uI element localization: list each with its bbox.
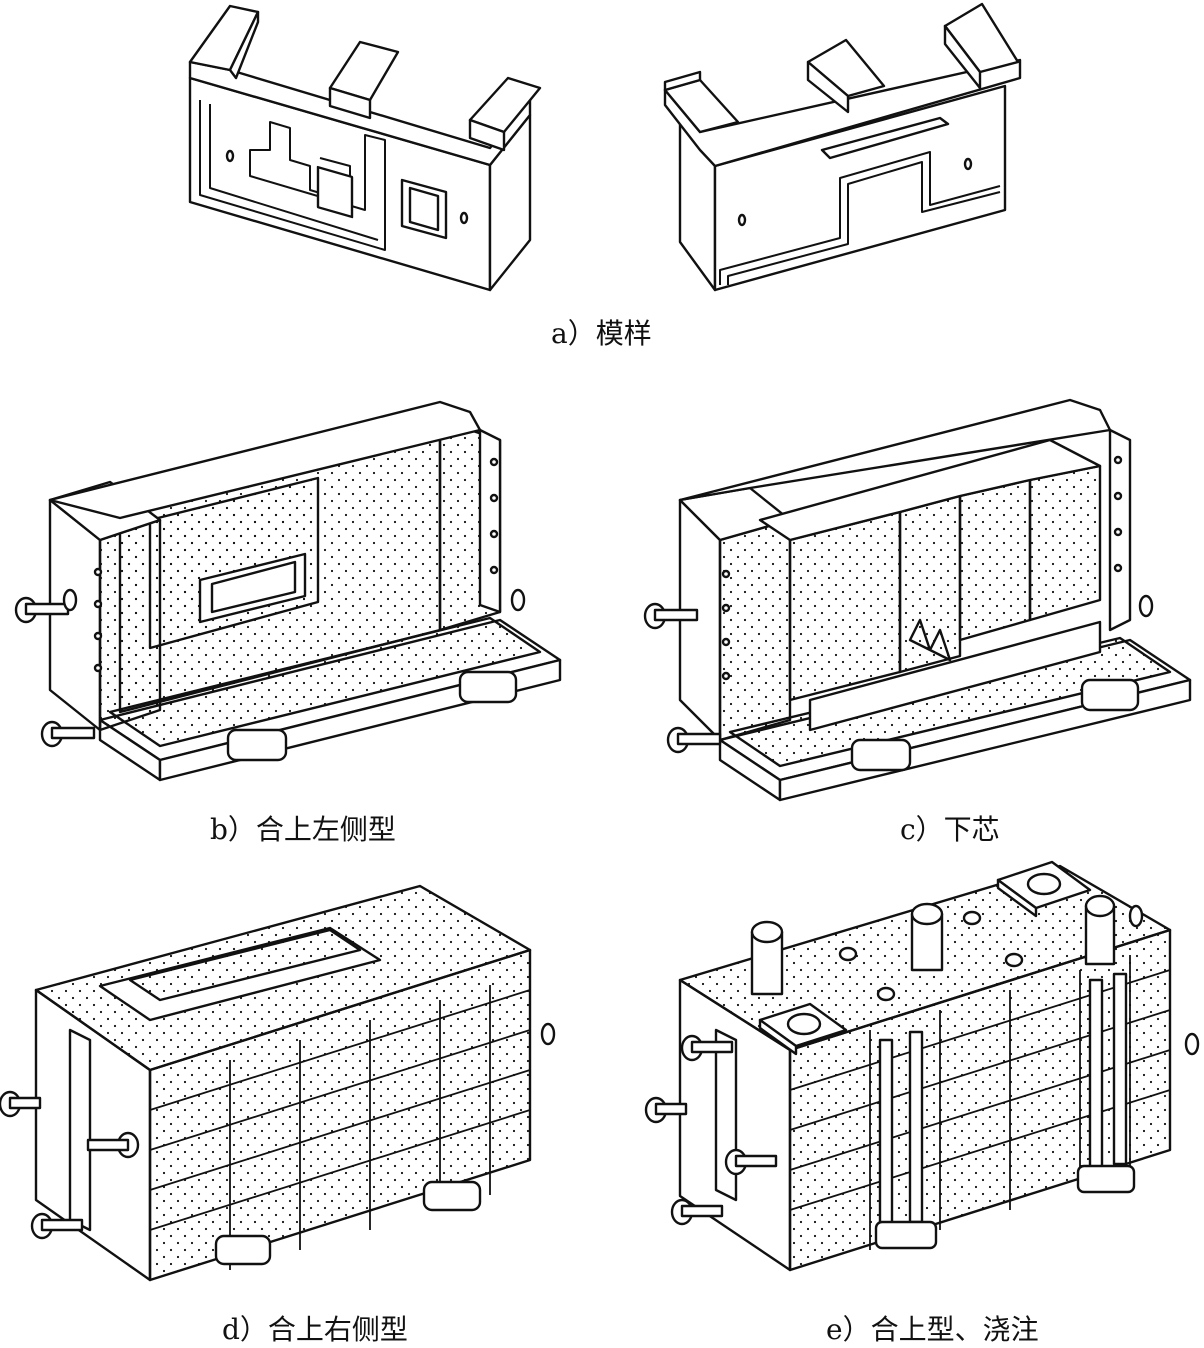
pattern-left — [188, 4, 542, 292]
right-mold-pin-2 — [86, 1131, 140, 1159]
closed-mold-pin-2 — [644, 1096, 688, 1124]
clamp-left — [874, 1030, 938, 1250]
caption-pattern: a）模样 — [551, 317, 652, 350]
core-pin-lower — [666, 726, 722, 754]
locating-pin-lower — [40, 720, 96, 748]
riser-left — [750, 920, 784, 996]
closed-mold-pin-4 — [670, 1198, 724, 1226]
mold-right-side-closed — [0, 884, 556, 1282]
right-mold-pin-1 — [0, 1090, 42, 1118]
locating-pin-upper — [14, 588, 78, 624]
closed-mold-pin-3 — [724, 1148, 778, 1176]
caption-core-placement: c）下芯 — [900, 813, 1000, 846]
pouring-cup-top — [996, 860, 1092, 918]
caption-left-side-mold: b）合上左侧型 — [210, 813, 396, 846]
riser-right — [1084, 894, 1116, 966]
core-pin-upper — [643, 602, 699, 630]
mold-closed-pouring — [644, 860, 1200, 1272]
mold-left-side — [14, 400, 562, 782]
clamp-right — [1076, 972, 1136, 1194]
caption-close-and-pour: e）合上型、浇注 — [826, 1313, 1039, 1346]
sprue-center — [910, 902, 944, 972]
mold-with-core — [643, 398, 1192, 802]
pouring-cup-left — [758, 1002, 848, 1056]
pattern-right — [663, 2, 1022, 292]
caption-right-side-mold: d）合上右侧型 — [222, 1313, 408, 1346]
closed-mold-pin-1 — [680, 1034, 734, 1062]
right-mold-pin-3 — [30, 1212, 84, 1240]
